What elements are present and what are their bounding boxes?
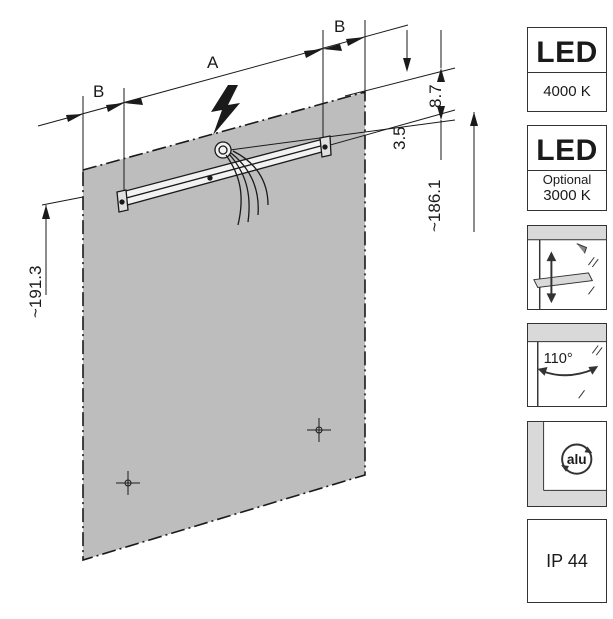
badge-divider <box>528 170 606 171</box>
dim-label-panel-height: ~191.3 <box>26 266 45 318</box>
dim-label-B-left: B <box>93 82 104 101</box>
ip-rating-badge: IP 44 <box>527 519 607 603</box>
led-temperature: 4000 K <box>543 83 591 100</box>
mounting-point-marks <box>116 418 331 495</box>
adjustable-shelf-icon <box>528 226 606 309</box>
dim-label-A: A <box>207 53 219 72</box>
dim-label-top-offset: 8.7 <box>426 84 445 108</box>
top-dimension-line <box>37 24 409 127</box>
dim-label-B-right: B <box>334 17 345 36</box>
led-title: LED <box>536 134 598 167</box>
top-dimension-arrows <box>66 37 365 122</box>
badge-divider <box>528 72 606 73</box>
dim-label-rail-offset: 3.5 <box>390 126 409 150</box>
led-title: LED <box>536 36 598 69</box>
mounting-rail <box>116 135 332 213</box>
aluminium-badge: alu <box>527 421 607 507</box>
led-temperature: 3000 K <box>543 187 591 204</box>
material-label: alu <box>567 452 587 467</box>
right-dimension-arrows <box>42 58 478 219</box>
mirror-panel <box>82 90 366 562</box>
electric-hazard-icon <box>211 85 240 135</box>
mounting-diagram: A B B 8.7 3.5 ~186.1 ~191.3 <box>26 17 478 562</box>
dim-label-rail-height: ~186.1 <box>425 180 444 232</box>
led-4000k-badge: LED 4000 K <box>527 27 607 112</box>
right-dimension-lines <box>45 30 475 295</box>
hinge-110-badge: 110° <box>527 323 607 407</box>
adjustable-shelf-badge <box>527 225 607 310</box>
door-rotation-icon: 110° <box>528 324 606 406</box>
led-3000k-badge: LED Optional 3000 K <box>527 125 607 211</box>
aluminium-recycle-icon: alu <box>528 422 606 506</box>
cable-connection <box>214 141 269 226</box>
rotation-angle: 110° <box>544 351 573 367</box>
ip-rating-label: IP 44 <box>546 551 588 571</box>
led-optional-label: Optional <box>542 172 592 187</box>
